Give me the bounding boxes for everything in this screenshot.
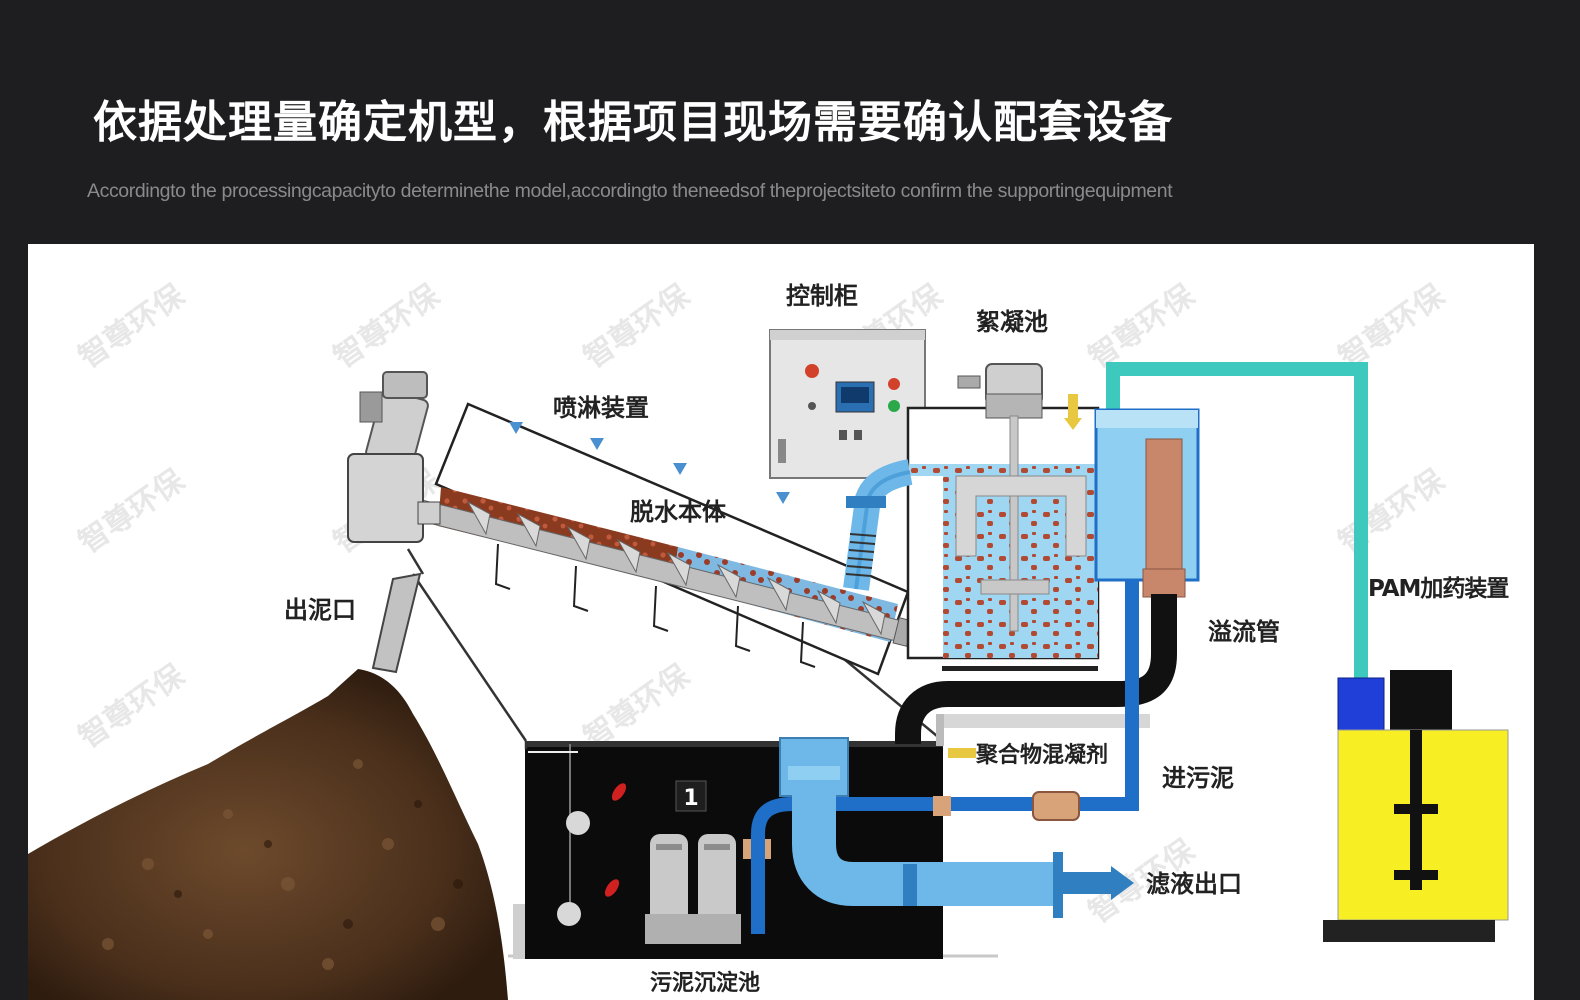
page-subtitle: Accordingto the processingcapacityto det… xyxy=(87,180,1173,202)
watermark-text: 智尊环保 xyxy=(1333,462,1452,560)
overflow-pipe-label: 溢流管 xyxy=(1208,618,1280,646)
pump-icon xyxy=(645,834,741,944)
flocculation-tank xyxy=(906,363,1100,671)
filtrate-outlet-label: 滤液出口 xyxy=(1146,870,1242,898)
sludge-pile xyxy=(28,669,508,1000)
transfer-pipe xyxy=(843,459,913,591)
watermark-text: 智尊环保 xyxy=(578,277,697,375)
watermark-text: 智尊环保 xyxy=(1333,277,1452,375)
sludge-inlet-label: 进污泥 xyxy=(1162,764,1234,792)
settling-tank: 1 xyxy=(513,741,943,959)
control-cabinet xyxy=(769,329,926,479)
control-cabinet-label: 控制柜 xyxy=(786,282,858,310)
watermark-text: 智尊环保 xyxy=(73,462,192,560)
polymer-coagulant-label: 聚合物混凝剂 xyxy=(975,742,1108,768)
diagram-panel: 智尊环保 智尊环保 智尊环保 智尊环保 智尊环保 智尊环保 智尊环保 智尊环保 … xyxy=(28,244,1534,1000)
watermark-text: 智尊环保 xyxy=(1083,277,1202,375)
overflow-pipe xyxy=(895,594,1177,744)
watermark-text: 智尊环保 xyxy=(578,657,697,755)
watermark-text: 智尊环保 xyxy=(73,657,192,755)
process-diagram: 智尊环保 智尊环保 智尊环保 智尊环保 智尊环保 智尊环保 智尊环保 智尊环保 … xyxy=(28,277,1510,1000)
settling-tank-label: 污泥沉淀池 xyxy=(650,970,760,996)
page-title: 依据处理量确定机型，根据项目现场需要确认配套设备 xyxy=(93,97,1173,148)
filtrate-pipe xyxy=(792,794,1134,918)
sludge-outlet-chute xyxy=(371,572,422,674)
polymer-coagulant-bar xyxy=(936,714,1150,758)
spray-device-label: 喷淋装置 xyxy=(553,394,649,422)
watermark-text: 智尊环保 xyxy=(328,277,447,375)
dosing-tank xyxy=(1094,408,1200,598)
dewatering-body xyxy=(412,402,914,676)
dewatering-body-label: 脱水本体 xyxy=(630,498,727,526)
watermark-text: 智尊环保 xyxy=(73,277,192,375)
motor-icon xyxy=(347,371,441,543)
sludge-outlet-label: 出泥口 xyxy=(284,596,356,624)
pump-number: 1 xyxy=(683,786,698,811)
pam-dosing-label: PAM加药装置 xyxy=(1368,576,1509,602)
pam-dosing-unit xyxy=(1323,670,1509,942)
flocculation-tank-label: 絮凝池 xyxy=(976,308,1048,336)
